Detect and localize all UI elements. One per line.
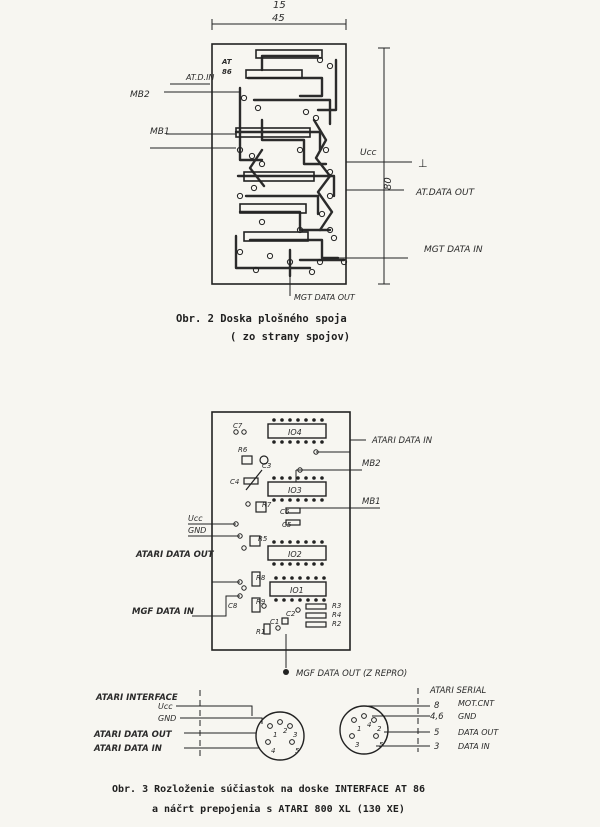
label-atari-interface: ATARI INTERFACE — [95, 693, 178, 703]
pcb-outline — [211, 43, 347, 285]
label-atari-serial: ATARI SERIAL — [429, 686, 487, 696]
board-marking-at: AT — [221, 58, 233, 66]
din-pin-label: 4 — [367, 721, 371, 729]
din-pin-label: 3 — [293, 731, 297, 739]
label-pin46: 4,6 — [430, 712, 444, 722]
figure-3-layout: IO4 IO3 IO2 IO1 C7 R6 C3 C4 R7 C6 C5 R5 … — [132, 411, 433, 679]
lead-atari-data-out — [211, 560, 240, 583]
din-pin-label: 1 — [357, 725, 361, 733]
caption-figure-2-line-2: ( zo strany spojov) — [230, 331, 350, 343]
ic-pin-rows — [272, 418, 326, 602]
din-pin-label: 4 — [271, 747, 275, 755]
label-mgf-data-in: MGF DATA IN — [132, 607, 194, 617]
figure-2-pcb: 15 45 80 AT 86 — [130, 0, 483, 343]
label-ucc: Ucc — [188, 514, 203, 523]
label-at-d-in: AT.D.IN — [185, 73, 214, 82]
label-r5: R5 — [258, 535, 268, 543]
label-left-ucc: Ucc — [158, 702, 173, 711]
label-r7: R7 — [262, 501, 272, 509]
terminal-mgf-data-out — [283, 669, 289, 675]
label-left-data-in: ATARI DATA IN — [93, 744, 162, 754]
label-pin3: 3 — [434, 742, 439, 752]
ic-io4 — [267, 423, 327, 439]
din-socket-left — [255, 711, 305, 761]
label-atari-data-in: ATARI DATA IN — [371, 436, 433, 446]
label-at-data-out-pcb: AT.DATA OUT — [415, 188, 476, 198]
label-r6: R6 — [238, 446, 248, 454]
label-ic-io2: IO2 — [288, 550, 302, 559]
label-pin8: 8 — [434, 701, 440, 711]
board-pads — [233, 429, 319, 631]
label-mb1-pcb: MB1 — [150, 127, 170, 137]
label-mb2: MB2 — [362, 459, 381, 469]
label-pin5: 5 — [434, 728, 439, 738]
label-r3: R3 — [332, 602, 341, 610]
label-mgf-data-out: MGF DATA OUT (Z REPRO) — [296, 669, 407, 679]
din-pin-label: 2 — [283, 727, 288, 735]
label-c6: C6 — [280, 508, 290, 516]
ic-io3 — [267, 481, 327, 497]
label-gnd: GND — [188, 526, 206, 535]
label-ic-io4: IO4 — [288, 428, 302, 437]
component-labels: C7 R6 C3 C4 R7 C6 C5 R5 R8 C8 R9 C2 C1 R… — [228, 422, 342, 636]
ic-footprints — [235, 49, 323, 242]
label-r8: R8 — [256, 574, 266, 582]
label-mgt-data-out-pcb: MGT DATA OUT — [294, 293, 356, 302]
label-atari-data-out: ATARI DATA OUT — [135, 550, 215, 560]
dimension-width: 45 — [272, 13, 285, 24]
label-c4: C4 — [230, 478, 239, 486]
label-c2: C2 — [286, 610, 296, 618]
label-right-data-out: DATA OUT — [458, 728, 499, 737]
label-mot-cnt: MOT.CNT — [458, 699, 495, 708]
label-right-gnd: GND — [458, 712, 476, 721]
label-r4: R4 — [332, 611, 341, 619]
label-r9: R9 — [256, 598, 266, 606]
label-ground: ⊥ — [418, 157, 428, 170]
wire-left-ucc — [176, 705, 253, 716]
passive-components — [241, 455, 327, 635]
board-marking-86: 86 — [222, 68, 232, 76]
label-ic-io3: IO3 — [288, 486, 302, 495]
label-c8: C8 — [228, 602, 238, 610]
copper-traces — [234, 54, 346, 278]
connector-wiring: ATARI INTERFACE Ucc GND ATARI DATA OUT A… — [93, 686, 499, 761]
lead-mgf-data-in — [192, 595, 240, 617]
din-pin-label: 1 — [273, 731, 277, 739]
caption-figure-3-line-1: Obr. 3 Rozloženie súčiastok na doske INT… — [112, 783, 425, 795]
label-mb2-pcb: MB2 — [130, 90, 150, 100]
ic-io1 — [269, 581, 327, 597]
label-c7: C7 — [233, 422, 243, 430]
pcb-pads — [236, 56, 348, 276]
label-ucc-pcb: Ucc — [360, 148, 377, 158]
dimension-height: 80 — [383, 177, 394, 190]
label-left-gnd: GND — [158, 714, 176, 723]
label-left-data-out: ATARI DATA OUT — [93, 730, 173, 740]
label-ic-io1: IO1 — [290, 586, 304, 595]
board-outline — [211, 411, 351, 651]
din-pin-label: 2 — [377, 725, 382, 733]
label-c1: C1 — [270, 618, 279, 626]
label-r2: R2 — [332, 620, 342, 628]
label-c3: C3 — [262, 462, 271, 470]
label-mgt-data-in-pcb: MGT DATA IN — [424, 245, 483, 255]
wire-left-gnd — [180, 717, 263, 724]
ic-io2 — [267, 545, 327, 561]
caption-figure-2-line-1: Obr. 2 Doska plošného spoja — [176, 313, 347, 325]
din-pin-label: 5 — [379, 741, 384, 749]
label-right-data-in: DATA IN — [458, 742, 490, 751]
dimension-top-partial: 15 — [273, 0, 286, 11]
label-mb1: MB1 — [362, 497, 381, 507]
label-r1: R1 — [256, 628, 265, 636]
din-pin-label: 3 — [355, 741, 359, 749]
caption-figure-3-line-2: a náčrt prepojenia s ATARI 800 XL (130 X… — [152, 803, 405, 815]
din-pin-label: 5 — [295, 747, 300, 755]
